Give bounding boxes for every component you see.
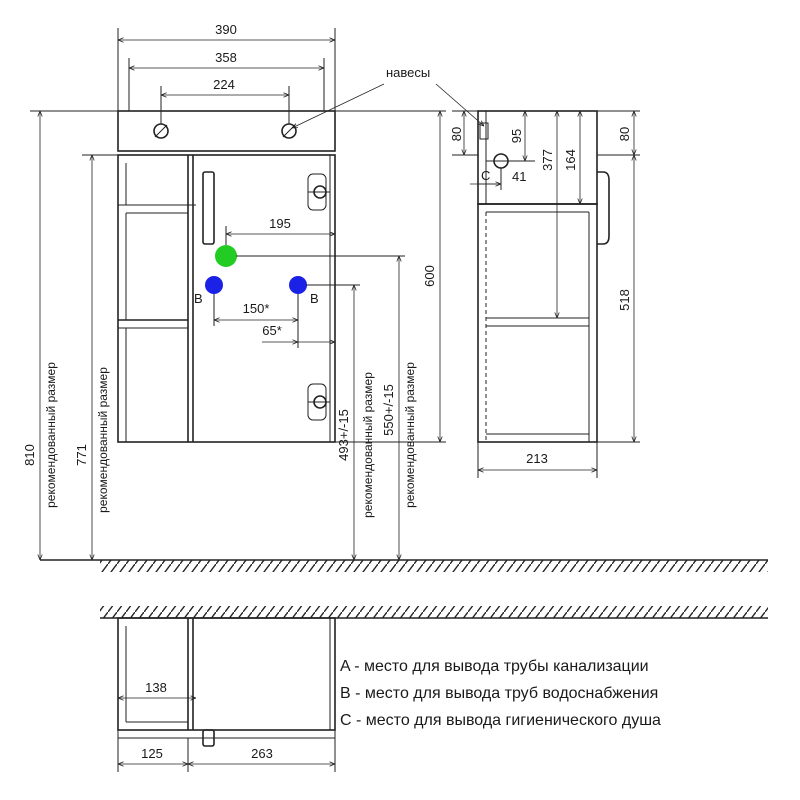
dim-493: 493+/-15 (336, 409, 351, 461)
plan-view: 138 125 263 (100, 606, 768, 772)
cabinet-body (117, 154, 336, 443)
recommended-label-771: рекомендованный размер (96, 367, 110, 513)
dim-150: 150* (243, 301, 270, 316)
side-handle (597, 171, 610, 245)
hinge-bottom (307, 383, 330, 421)
hanger-label: навесы (386, 65, 430, 80)
supply-marker-b-left (205, 276, 223, 294)
legend-item-a: A - место для вывода трубы канализации (340, 658, 649, 675)
dim-80-left: 80 (449, 127, 464, 141)
label-b-right: B (310, 291, 319, 306)
legend-item-c: C - место для вывода гигиенического душа (340, 712, 661, 729)
floor-line (40, 559, 768, 572)
door-handle (202, 171, 215, 245)
supply-marker-b-right (289, 276, 307, 294)
recommended-label-810: рекомендованный размер (44, 362, 58, 508)
label-b-left: B (194, 291, 203, 306)
recommended-label-493: рекомендованный размер (361, 372, 375, 518)
dim-95: 95 (509, 129, 524, 143)
legend-item-b: B - место для вывода труб водоснабжения (340, 685, 658, 702)
dim-65: 65* (262, 323, 282, 338)
label-c: C (481, 168, 490, 183)
dim-125: 125 (141, 746, 163, 761)
hinge-top (307, 173, 330, 211)
dim-164: 164 (563, 149, 578, 171)
dim-138: 138 (145, 680, 167, 695)
side-body (477, 203, 598, 443)
mount-hole-right (281, 123, 297, 139)
dim-550: 550+/-15 (381, 384, 396, 436)
dim-810: 810 (22, 444, 37, 466)
dim-600: 600 (422, 265, 437, 287)
dim-80-right: 80 (617, 127, 632, 141)
top-rail (117, 110, 336, 152)
dim-213: 213 (526, 451, 548, 466)
dim-263: 263 (251, 746, 273, 761)
dim-358: 358 (215, 50, 237, 65)
dim-41: 41 (512, 169, 526, 184)
dim-518: 518 (617, 289, 632, 311)
dim-771: 771 (74, 444, 89, 466)
side-view: C навесы 80 95 41 377 164 80 518 (292, 65, 640, 478)
legend: A - место для вывода трубы канализации B… (340, 658, 661, 729)
drain-marker-a (215, 245, 237, 267)
dim-224: 224 (213, 77, 235, 92)
mount-hole-left (153, 123, 169, 139)
dim-377: 377 (540, 149, 555, 171)
recommended-label-550: рекомендованный размер (403, 362, 417, 508)
dim-390: 390 (215, 22, 237, 37)
dim-195: 195 (269, 216, 291, 231)
plan-body (117, 617, 336, 731)
front-view: B B 390 358 224 195 150* 65* (22, 22, 446, 560)
